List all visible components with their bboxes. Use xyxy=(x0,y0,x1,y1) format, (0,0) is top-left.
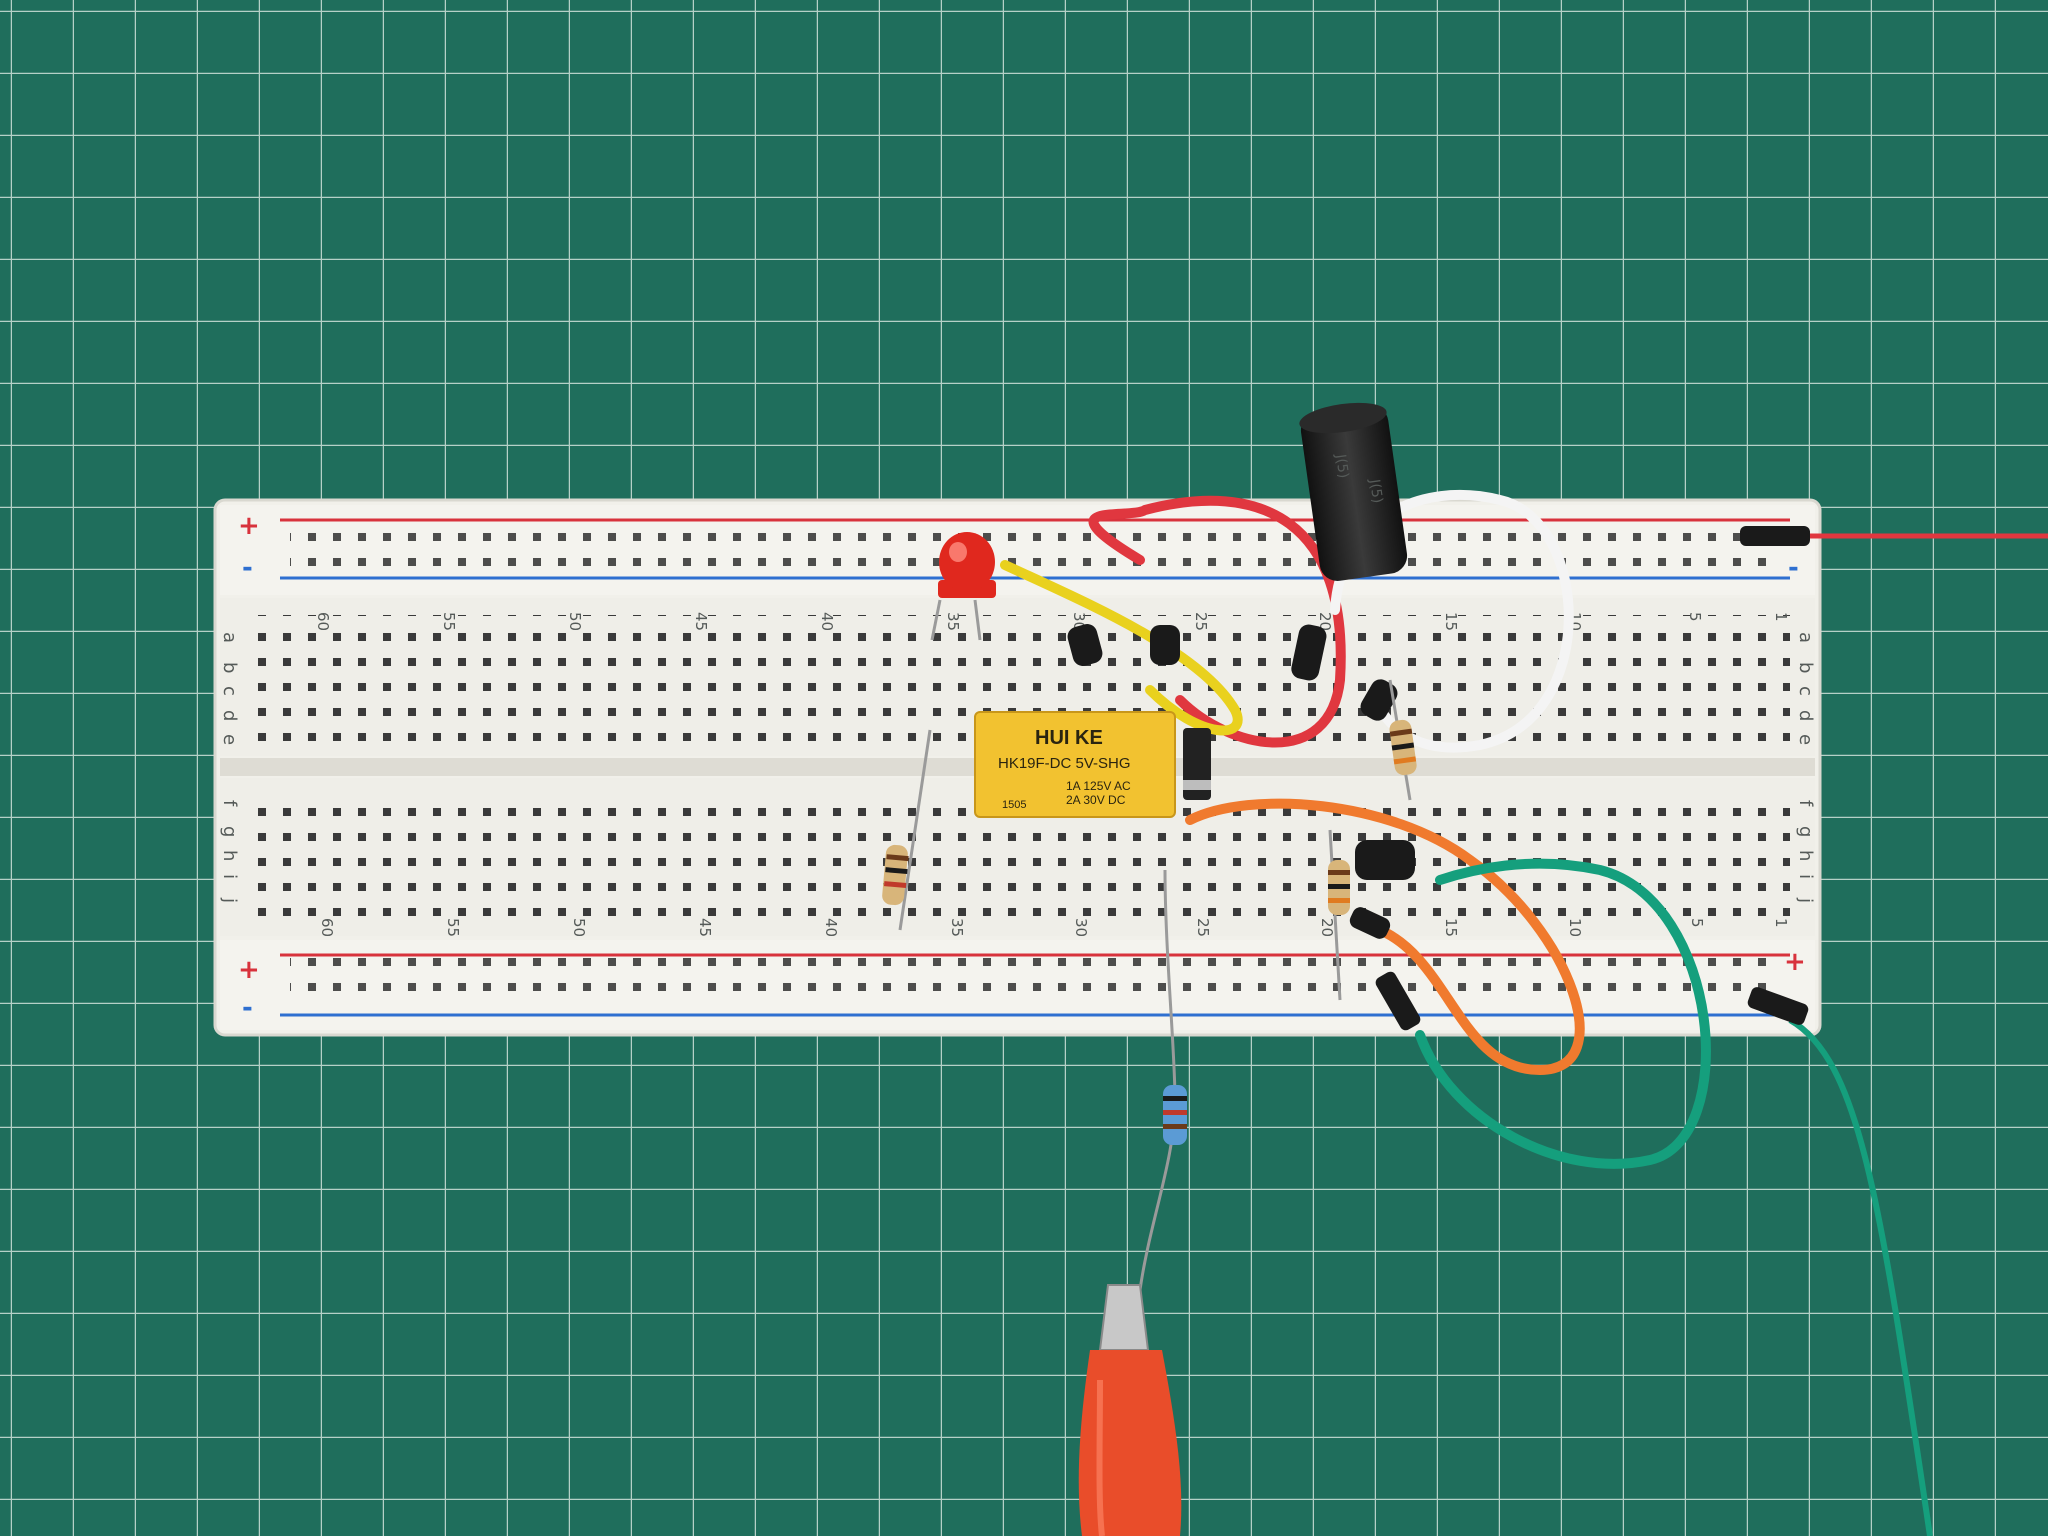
column-number: 40 xyxy=(818,612,836,631)
column-number: 20 xyxy=(1316,612,1334,631)
rail-plus-sign: + xyxy=(1784,947,1806,977)
relay-rating-ac: 1A 125V AC xyxy=(1066,779,1131,793)
column-number: 10 xyxy=(1566,918,1584,937)
column-number: 15 xyxy=(1442,918,1460,937)
external-leads xyxy=(1740,526,2048,1536)
led-icon xyxy=(930,532,996,641)
row-letter: h xyxy=(219,850,240,861)
rail-minus-sign: - xyxy=(242,553,253,583)
row-letter: b xyxy=(219,662,240,673)
column-number: 40 xyxy=(822,918,840,937)
column-number: 25 xyxy=(1194,918,1212,937)
row-letter: d xyxy=(219,710,240,721)
row-letter: h xyxy=(1795,850,1816,861)
column-number: 45 xyxy=(692,612,710,631)
row-letter: d xyxy=(1795,710,1816,721)
column-number: 20 xyxy=(1318,918,1336,937)
row-letter: g xyxy=(219,826,240,837)
external-green-lead xyxy=(1788,1017,1933,1536)
relay-body xyxy=(974,711,1176,818)
row-letter: g xyxy=(1795,826,1816,837)
capacitor-marking: J(5) xyxy=(1366,477,1385,504)
row-letter: i xyxy=(219,874,240,879)
rail-minus-sign: - xyxy=(242,993,253,1023)
row-letter: i xyxy=(1795,874,1816,879)
column-number: 45 xyxy=(696,918,714,937)
rail-plus-sign: + xyxy=(238,955,260,985)
column-number: 5 xyxy=(1686,612,1704,622)
column-number: 60 xyxy=(318,918,336,937)
row-letter: f xyxy=(219,800,240,807)
row-letter: c xyxy=(219,686,240,696)
relay-model: HK19F-DC 5V-SHG xyxy=(998,755,1131,772)
column-number: 25 xyxy=(1192,612,1210,631)
column-numbers-top: 60 55 50 45 40 35 30 25 20 15 10 5 1 xyxy=(314,612,1790,631)
relay-code: 1505 xyxy=(1002,799,1026,811)
jumper-wire-orange xyxy=(1185,798,1585,1076)
column-numbers-bottom: 60 55 50 45 40 35 30 25 20 15 10 5 1 xyxy=(318,918,1790,937)
column-number: 1 xyxy=(1772,612,1790,622)
row-letter: j xyxy=(1795,897,1816,903)
column-number: 15 xyxy=(1442,612,1460,631)
rail-plus-sign: + xyxy=(238,511,260,541)
row-letter: c xyxy=(1795,686,1816,696)
column-number: 30 xyxy=(1072,918,1090,937)
relay-rating-dc: 2A 30V DC xyxy=(1066,793,1126,807)
row-letter: a xyxy=(1795,632,1816,643)
column-number: 35 xyxy=(948,918,966,937)
column-number: 55 xyxy=(444,918,462,937)
rail-signs: + - - + + - xyxy=(238,511,1806,1023)
alligator-clip-icon xyxy=(1078,1284,1182,1536)
transistor-icon xyxy=(1067,624,1415,939)
row-letter: a xyxy=(219,632,240,643)
column-number: 1 xyxy=(1772,918,1790,928)
rail-minus-sign: - xyxy=(1788,553,1799,583)
row-letter: b xyxy=(1795,662,1816,673)
relay-icon: HUI KE HK19F-DC 5V-SHG 1A 125V AC 2A 30V… xyxy=(974,711,1176,818)
relay-brand: HUI KE xyxy=(1035,727,1103,749)
capacitor-icon: J(5) J(5) xyxy=(1299,402,1408,581)
column-number: 50 xyxy=(566,612,584,631)
column-number: 60 xyxy=(314,612,332,631)
jumper-wire-green xyxy=(1415,858,1711,1169)
jumper-wire-red xyxy=(1088,495,1346,748)
row-letters: a b c d e a b c d e f g h i j f g h i j xyxy=(219,632,1816,903)
jumper-wire-yellow xyxy=(1000,560,1243,736)
row-letter: j xyxy=(219,897,240,903)
column-number: 35 xyxy=(944,612,962,631)
column-number: 55 xyxy=(440,612,458,631)
resistor-icon xyxy=(882,679,1417,1291)
row-letter: e xyxy=(1795,734,1816,745)
row-letter: f xyxy=(1795,800,1816,807)
diode-icon xyxy=(1183,728,1211,800)
column-number: 5 xyxy=(1688,918,1706,928)
column-number: 50 xyxy=(570,918,588,937)
capacitor-marking: J(5) xyxy=(1332,452,1351,479)
row-letter: e xyxy=(219,734,240,745)
